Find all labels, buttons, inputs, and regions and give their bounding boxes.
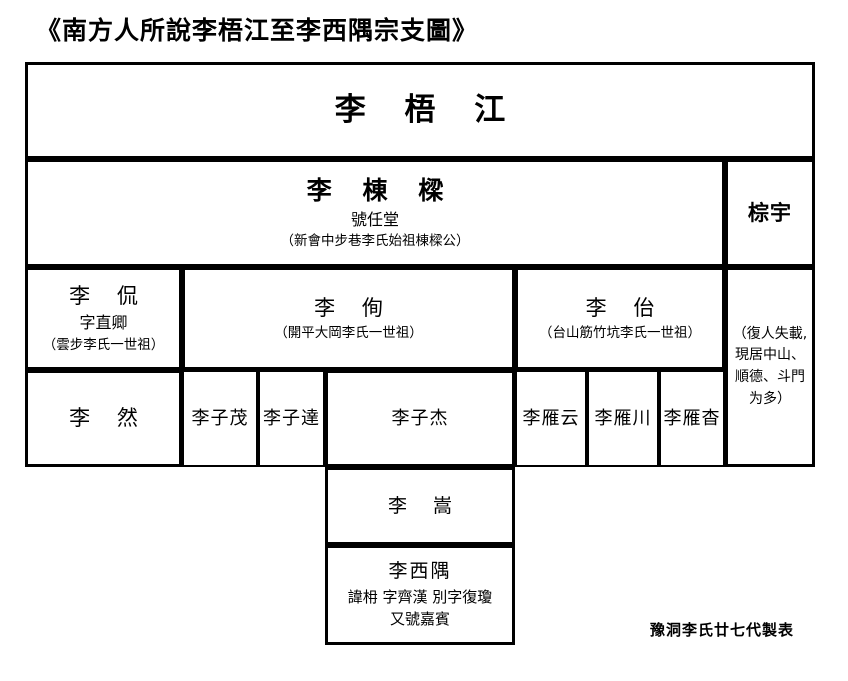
generation3-cell-li-xun: 李 侚 （開平大岡李氏一世祖） bbox=[182, 267, 515, 370]
generation4-cell-li-zida: 李子達 bbox=[258, 370, 325, 467]
side-branch-note: （復人失載, 現居中山、 順德、斗門 为多） bbox=[731, 324, 809, 411]
generation5-name-li-song: 李 嵩 bbox=[387, 494, 463, 517]
generation3-note-li-xun: （開平大岡李氏一世祖） bbox=[274, 324, 423, 341]
generation4-cell-li-ran: 李 然 bbox=[25, 370, 182, 467]
generation3-note-li-yi: （台山筋竹坑李氏一世祖） bbox=[539, 324, 701, 341]
generation4-name-li-yanyao: 李雁杳 bbox=[663, 407, 721, 429]
generation4-name-li-yanchuan: 李雁川 bbox=[594, 407, 652, 429]
footer-credit: 豫洞李氏廿七代製表 bbox=[650, 621, 795, 639]
generation4-cell-li-zijie: 李子杰 bbox=[325, 370, 515, 467]
generation3-name-li-kan: 李 侃 bbox=[69, 283, 148, 308]
generation4-name-li-yanyun: 李雁云 bbox=[522, 407, 580, 429]
generation6-cell-li-xiyu: 李西隅 諱枏 字齊漢 別字復瓊 又號嘉賓 bbox=[325, 545, 515, 645]
generation2-name: 李 棟 樑 bbox=[306, 175, 455, 205]
side-branch-note-cell: （復人失載, 現居中山、 順德、斗門 为多） bbox=[725, 267, 815, 467]
generation1-cell-li-wujiang: 李 梧 江 bbox=[25, 62, 815, 159]
side-branch-note-line-3: 順德、斗門 bbox=[734, 369, 805, 385]
generation3-name-li-xun: 李 侚 bbox=[314, 296, 393, 321]
side-branch-note-line-2: 現居中山、 bbox=[734, 347, 805, 364]
page-title: 《南方人所說李梧江至李西隅宗支圖》 bbox=[36, 16, 479, 45]
generation3-zi-li-kan: 字直卿 bbox=[79, 313, 128, 333]
generation4-name-li-zida: 李子達 bbox=[263, 407, 320, 429]
generation3-note-li-kan: （雲步李氏一世祖） bbox=[42, 336, 165, 353]
side-branch-name: 棕宇 bbox=[748, 200, 792, 225]
generation2-cell-li-dongliang: 李 棟 樑 號任堂 （新會中步巷李氏始祖棟樑公） bbox=[25, 159, 725, 267]
generation4-cell-li-yanchuan: 李雁川 bbox=[587, 370, 659, 467]
generation6-line3: 又號嘉賓 bbox=[389, 610, 450, 629]
generation4-name-li-ran: 李 然 bbox=[69, 406, 148, 431]
generation6-name-li-xiyu: 李西隅 bbox=[388, 560, 452, 583]
generation2-note: （新會中步巷李氏始祖棟樑公） bbox=[280, 233, 470, 250]
generation4-cell-li-yanyun: 李雁云 bbox=[515, 370, 587, 467]
generation4-name-li-zimao: 李子茂 bbox=[191, 407, 249, 429]
generation4-cell-li-yanyao: 李雁杳 bbox=[659, 370, 725, 467]
side-branch-note-line-4: 为多） bbox=[748, 390, 791, 407]
generation3-cell-li-kan: 李 侃 字直卿 （雲步李氏一世祖） bbox=[25, 267, 182, 370]
generation6-line2: 諱枏 字齊漢 別字復瓊 bbox=[347, 587, 493, 606]
generation3-cell-li-yi: 李 佁 （台山筋竹坑李氏一世祖） bbox=[515, 267, 725, 370]
generation5-cell-li-song: 李 嵩 bbox=[325, 467, 515, 545]
generation2-hao: 號任堂 bbox=[350, 209, 399, 229]
side-branch-cell-zongyu: 棕宇 bbox=[725, 159, 815, 267]
generation1-name: 李 梧 江 bbox=[334, 91, 520, 128]
generation4-cell-li-zimao: 李子茂 bbox=[182, 370, 258, 467]
generation3-name-li-yi: 李 佁 bbox=[585, 296, 665, 321]
generation4-name-li-zijie: 李子杰 bbox=[391, 407, 449, 429]
side-branch-note-line-1: （復人失載, bbox=[732, 325, 808, 342]
